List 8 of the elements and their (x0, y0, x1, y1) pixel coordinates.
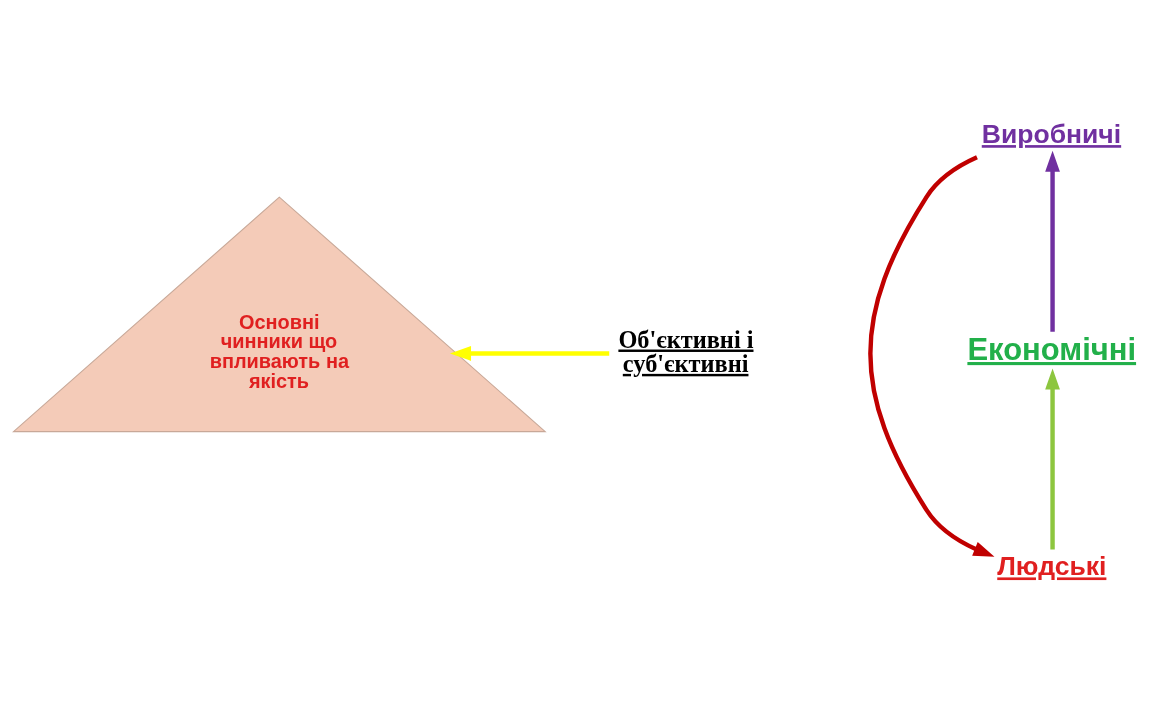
node-text: Економічні (967, 331, 1137, 367)
arrow (1045, 150, 1060, 332)
node-text: Людські (997, 550, 1107, 581)
node-text: Виробничі (981, 118, 1122, 149)
arrow (1045, 367, 1060, 550)
node-text: Об'єктивні і суб'єктивні (618, 325, 754, 377)
arrow (449, 345, 610, 361)
arrow (868, 154, 995, 557)
